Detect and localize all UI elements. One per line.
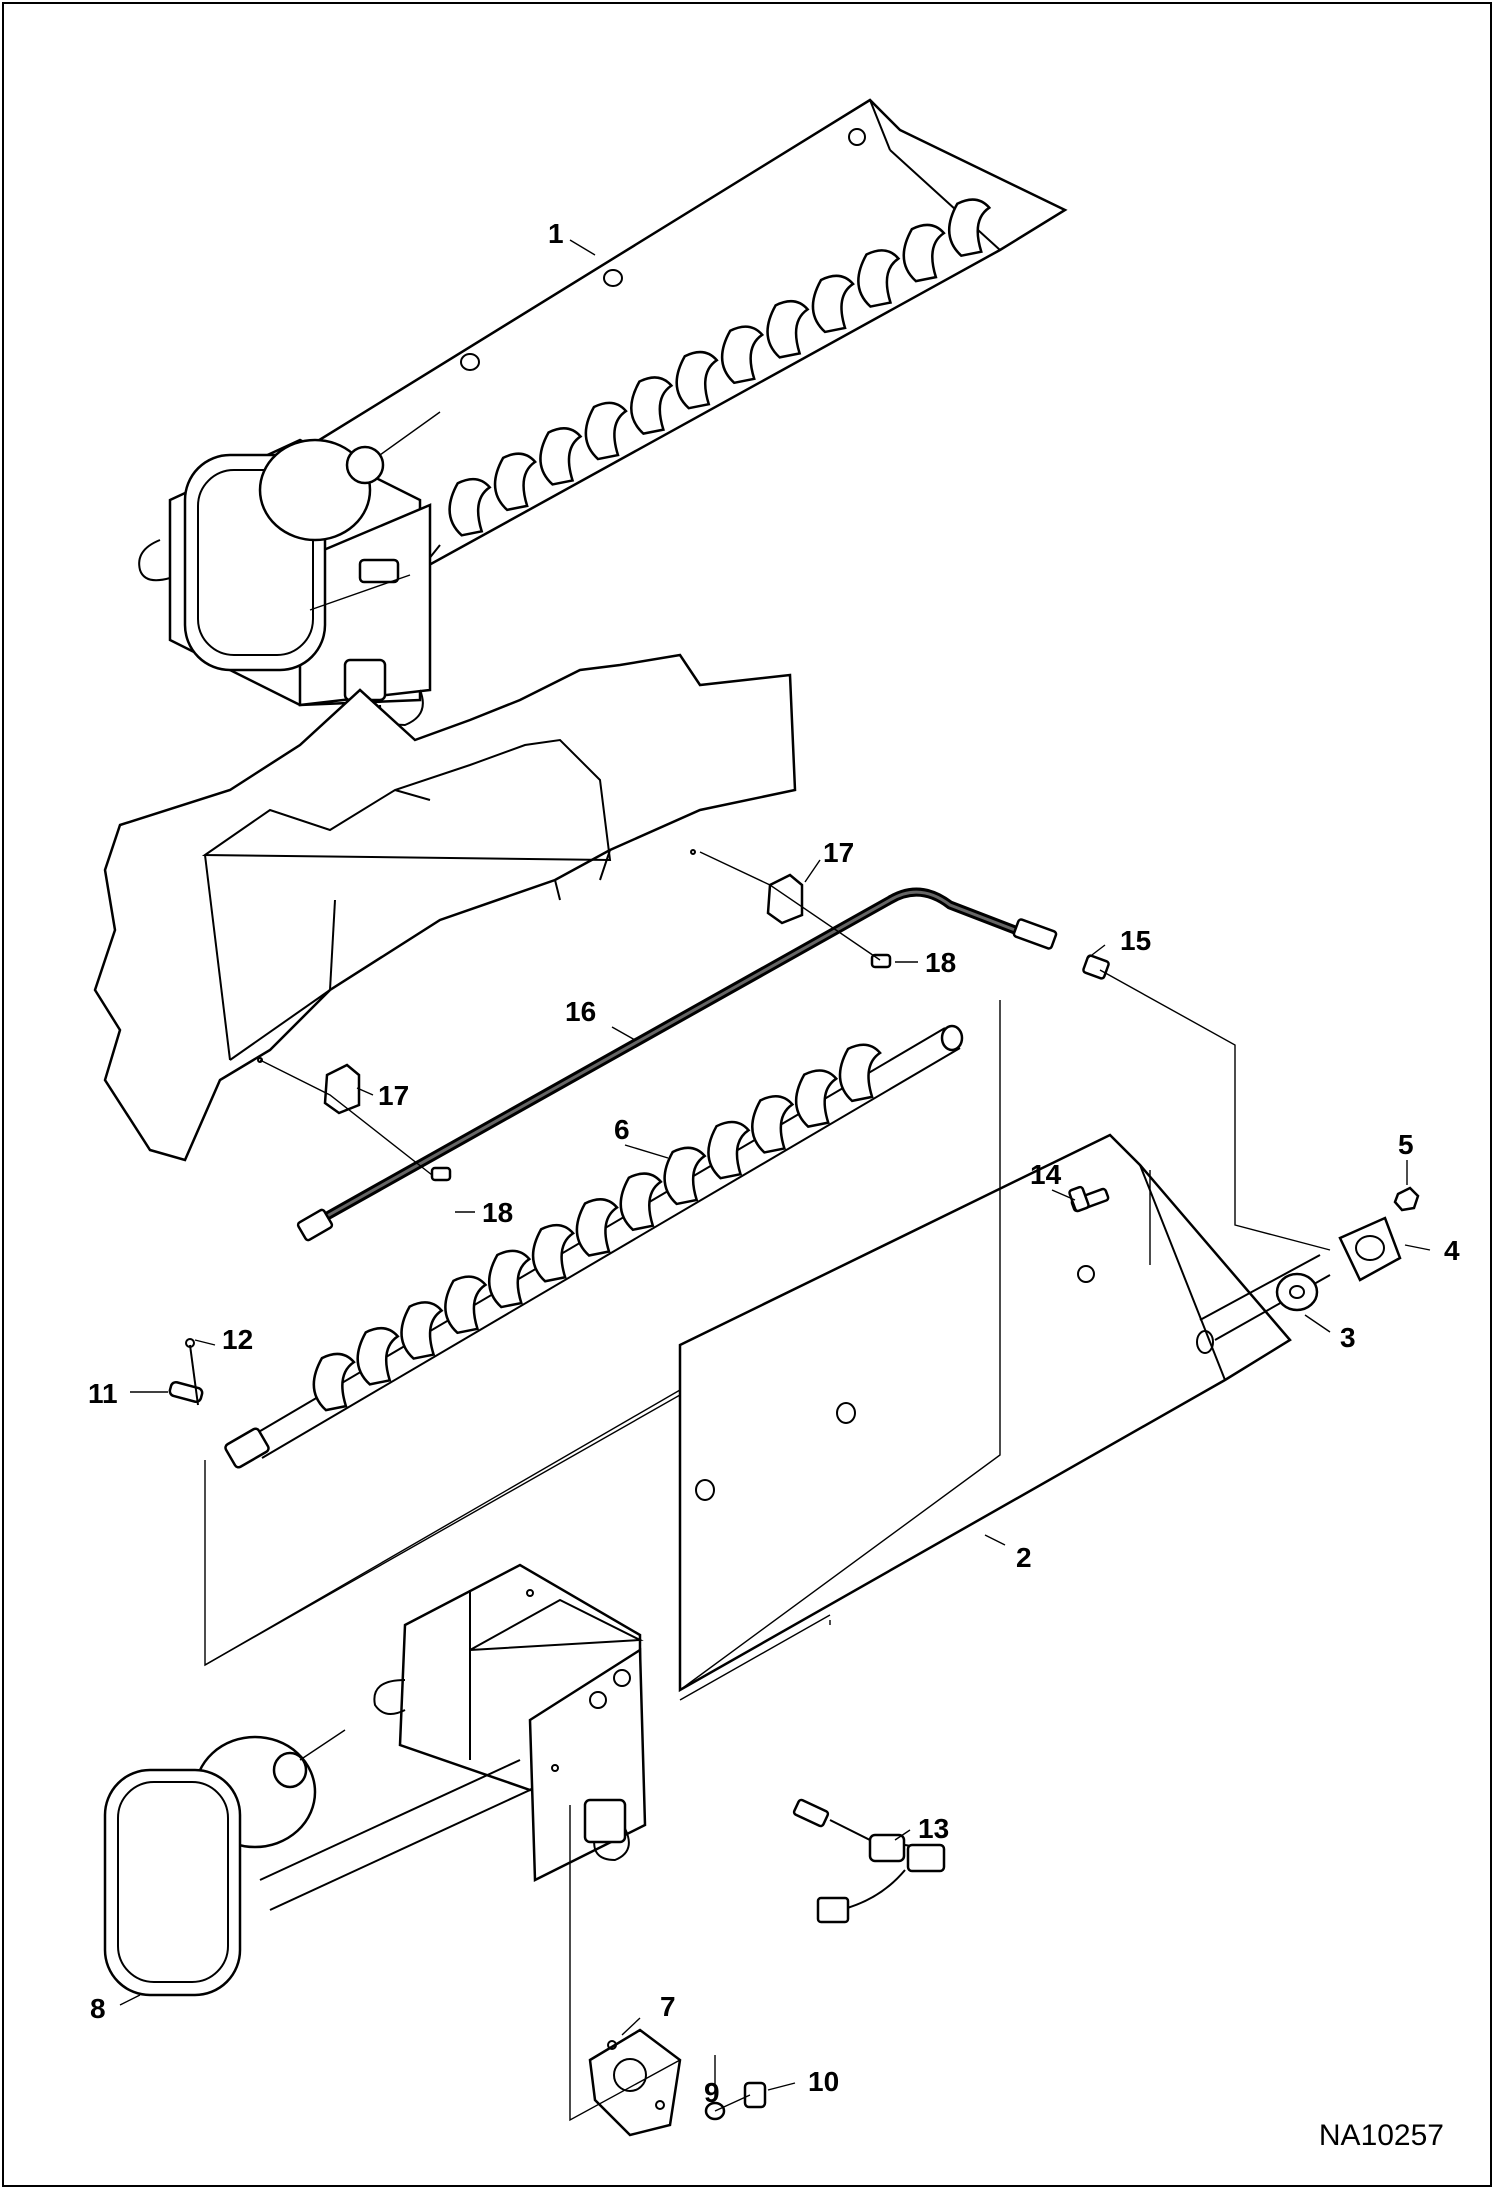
auger-flight xyxy=(575,1198,619,1257)
auger-flight xyxy=(811,274,855,334)
drive-housing xyxy=(373,1563,831,1882)
clamp-17a xyxy=(766,873,804,925)
flange-bearing xyxy=(1338,1216,1402,1282)
cotter-pin-12 xyxy=(185,1338,199,1406)
callout-1: 1 xyxy=(548,218,564,249)
hydraulic-hose xyxy=(296,887,1110,1242)
callout-16: 16 xyxy=(565,996,596,1027)
auger-flight xyxy=(794,1069,839,1128)
auger-flight xyxy=(584,401,628,461)
auger-flight xyxy=(838,1043,882,1103)
callout-2: 2 xyxy=(1016,1542,1032,1573)
auger-flight xyxy=(619,1172,663,1232)
callout-7: 7 xyxy=(660,1991,676,2022)
callout-13: 13 xyxy=(918,1813,949,1844)
callout-6: 6 xyxy=(614,1114,630,1145)
callout-9: 9 xyxy=(704,2077,720,2108)
trough-pan xyxy=(678,1133,1331,1693)
bolt-14 xyxy=(1068,1185,1110,1213)
auger-flight xyxy=(707,1120,751,1180)
assembly-lines xyxy=(204,851,1331,2122)
auger-flight xyxy=(448,477,492,537)
callout-10: 10 xyxy=(808,2066,839,2097)
callout-17-lower: 17 xyxy=(378,1080,409,1111)
callout-15: 15 xyxy=(1120,925,1151,956)
callout-18-upper: 18 xyxy=(925,947,956,978)
auger-flight xyxy=(720,325,765,385)
callout-17-upper: 17 xyxy=(823,837,854,868)
auger-screw xyxy=(224,1024,964,1469)
callout-12: 12 xyxy=(222,1324,253,1355)
nut xyxy=(1393,1186,1420,1212)
auger-flight xyxy=(902,223,946,283)
figure-id: NA10257 xyxy=(1318,2119,1444,2152)
auger-flight xyxy=(531,1223,576,1283)
callout-8: 8 xyxy=(90,1993,106,2024)
leader-lines xyxy=(119,239,1431,2100)
auger-flight xyxy=(493,452,537,512)
motor xyxy=(103,1729,531,1997)
auger-flight xyxy=(539,427,583,486)
trough-shroud xyxy=(93,653,797,1162)
auger-flight xyxy=(444,1275,488,1335)
clamp-17b xyxy=(323,1063,361,1115)
auger-flight xyxy=(488,1249,532,1309)
callout-5: 5 xyxy=(1398,1129,1414,1160)
callout-4: 4 xyxy=(1444,1235,1460,1266)
auger-flight xyxy=(857,249,901,308)
callout-14: 14 xyxy=(1030,1159,1062,1190)
plate-7 xyxy=(588,2028,682,2137)
auger-flight xyxy=(766,300,810,359)
callout-labels: 1 2 3 4 5 6 7 8 9 10 11 12 13 14 15 16 1… xyxy=(88,218,1460,2108)
auger-assembly xyxy=(138,98,1068,727)
callout-3: 3 xyxy=(1340,1322,1356,1353)
pin-11 xyxy=(168,1380,204,1404)
auger-flight xyxy=(630,376,674,435)
auger-flight xyxy=(356,1326,400,1386)
auger-flight xyxy=(312,1352,356,1412)
bolt-10 xyxy=(743,2081,767,2109)
washer xyxy=(1275,1272,1319,1312)
auger-flight xyxy=(400,1301,444,1360)
callout-18-lower: 18 xyxy=(482,1197,513,1228)
callout-11: 11 xyxy=(88,1378,118,1409)
harness-13 xyxy=(792,1798,946,1924)
auger-flight xyxy=(751,1095,795,1154)
auger-flight xyxy=(663,1146,707,1206)
screw-18b xyxy=(430,1166,452,1182)
auger-flight xyxy=(675,350,719,410)
auger-flight xyxy=(948,198,992,258)
